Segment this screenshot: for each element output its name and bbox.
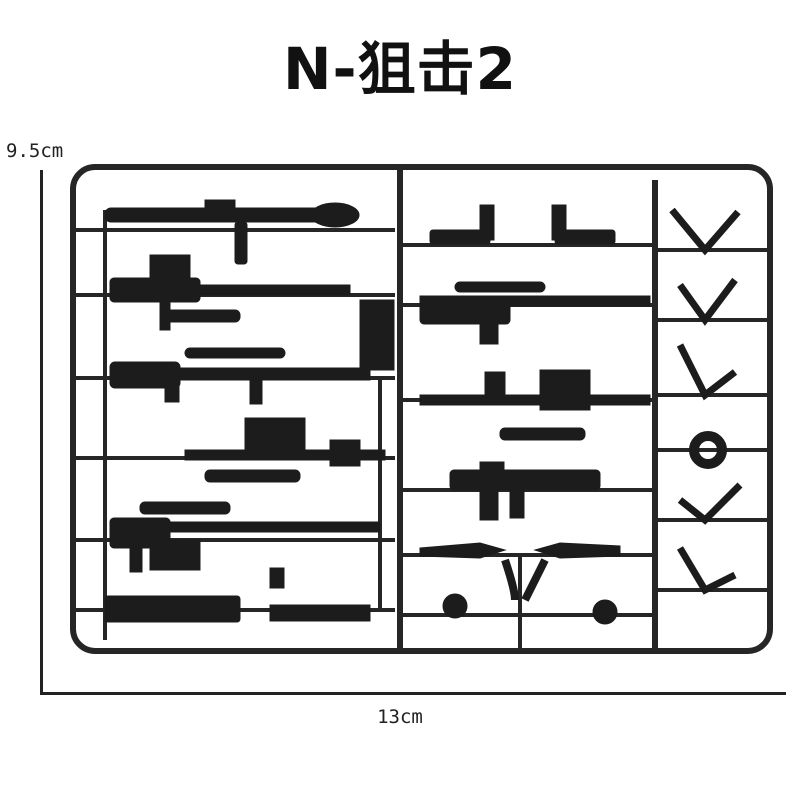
part-rocket-launcher bbox=[104, 199, 360, 265]
part-bipods bbox=[669, 207, 743, 595]
part-magazine-and-stock bbox=[104, 567, 371, 623]
height-dimension-line bbox=[40, 170, 43, 694]
part-sniper-rifle-3 bbox=[184, 417, 386, 483]
part-knives bbox=[419, 542, 621, 602]
part-pistols bbox=[429, 204, 616, 245]
width-dimension-label: 13cm bbox=[377, 706, 423, 728]
height-dimension-label: 9.5cm bbox=[6, 140, 64, 162]
part-sniper-rifle-5 bbox=[419, 281, 651, 345]
product-title: N-狙击2 bbox=[283, 35, 517, 103]
width-dimension-line bbox=[40, 692, 786, 695]
part-helmets bbox=[442, 593, 618, 625]
sprue-frame bbox=[70, 164, 773, 654]
part-sniper-rifle-2 bbox=[109, 347, 371, 405]
part-sniper-rifle-1 bbox=[109, 254, 395, 371]
part-sniper-rifle-4 bbox=[109, 501, 381, 573]
part-assault-rifle bbox=[449, 461, 601, 521]
part-sniper-rifle-6 bbox=[419, 369, 651, 441]
